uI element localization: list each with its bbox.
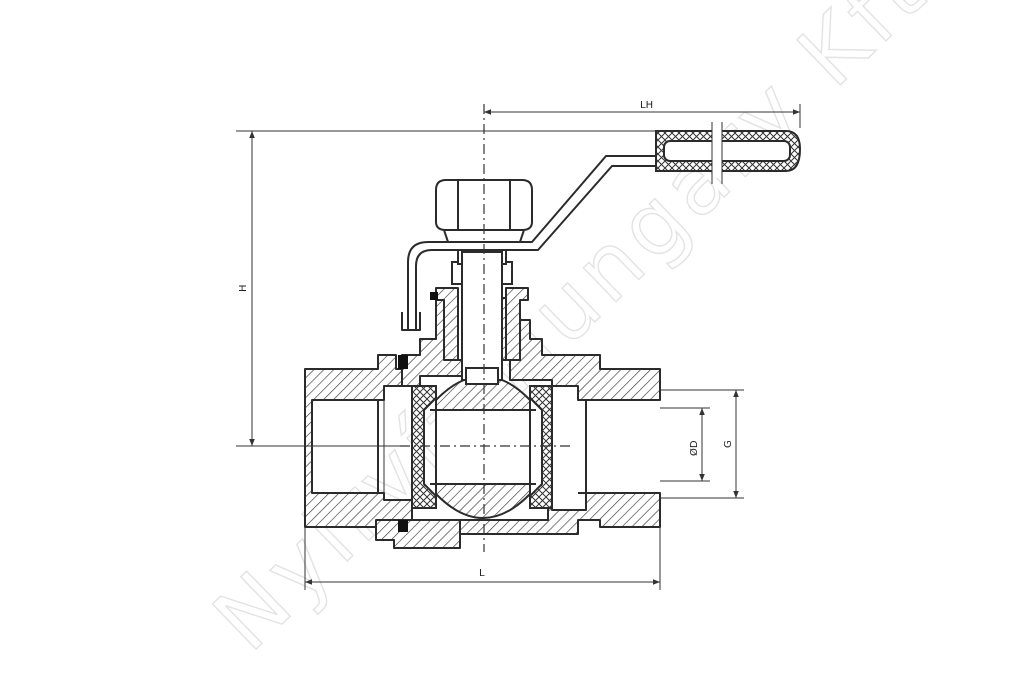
svg-text:Nyirvíz Hungary Kft: Nyirvíz Hungary Kft xyxy=(195,0,947,670)
ball-bottom-cap xyxy=(435,483,531,519)
hex-washer xyxy=(442,229,526,243)
gland-right xyxy=(505,287,529,361)
grip-break xyxy=(712,124,722,178)
lever-handle xyxy=(401,122,802,331)
l-label: L xyxy=(479,568,485,579)
h-label: H xyxy=(238,284,249,292)
stem xyxy=(461,251,503,381)
ball xyxy=(430,375,536,519)
right-seat xyxy=(529,385,553,509)
stem-ring xyxy=(430,292,438,300)
centerlines xyxy=(400,104,570,552)
o-ring-top xyxy=(398,355,408,369)
od-label: ØD xyxy=(688,440,700,456)
valve-seats xyxy=(411,385,553,509)
lever-stop xyxy=(401,312,421,331)
grip-inner xyxy=(663,140,791,162)
body-upper-right xyxy=(497,297,661,401)
hex-nut-flats xyxy=(457,180,511,230)
lh-label: LH xyxy=(640,100,653,111)
dimensions: LH H L ØD G xyxy=(236,100,801,590)
ball-bore xyxy=(435,409,531,485)
stem-assembly xyxy=(398,249,529,532)
grip-break-lines xyxy=(711,122,723,184)
g-label: G xyxy=(723,440,734,448)
stem-tang xyxy=(465,367,499,385)
o-ring-bottom xyxy=(398,520,408,532)
right-thread-bore xyxy=(578,399,660,494)
left-seat xyxy=(411,385,437,509)
watermark-logo: Nyirvíz Hungary Kft xyxy=(194,0,948,671)
